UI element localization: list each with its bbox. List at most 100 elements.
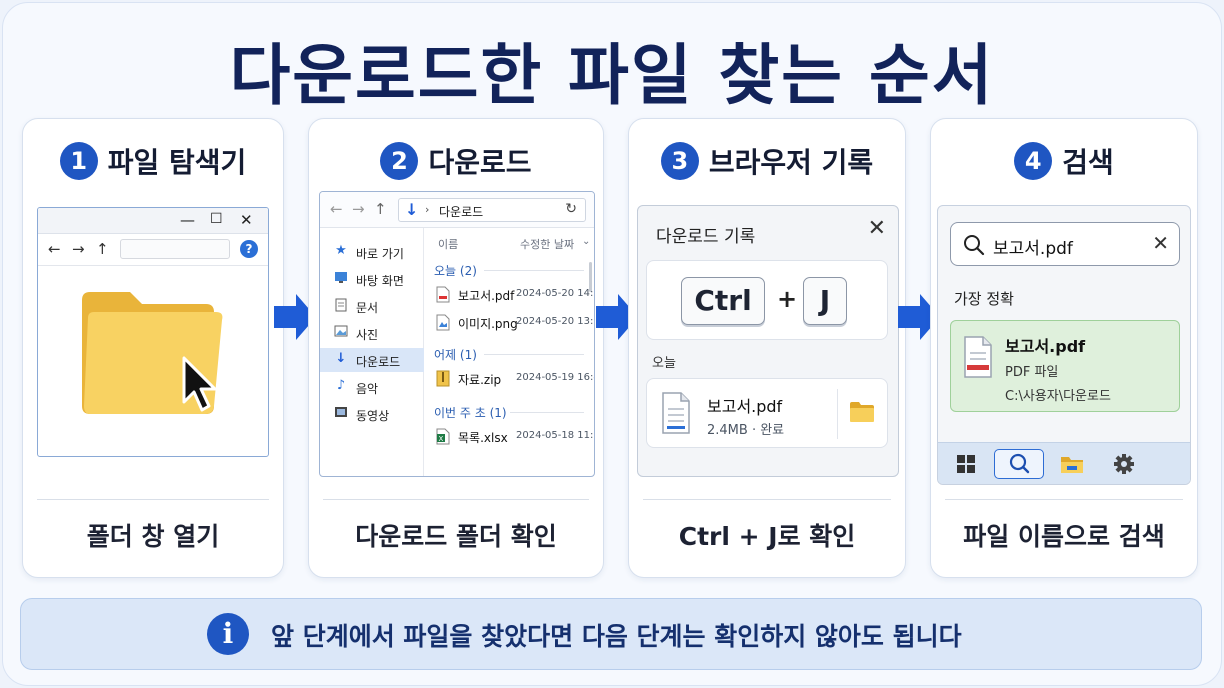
minimize-icon[interactable]: — xyxy=(180,211,195,229)
step-title-1: 파일 탐색기 xyxy=(107,146,247,179)
column-header-name[interactable]: 이름 xyxy=(438,238,459,251)
scrollbar[interactable] xyxy=(589,262,592,292)
file-list: 이름 수정한 날짜 ⌄ 오늘 (2) 보고서.pdf 2024-05-20 14… xyxy=(424,228,594,476)
close-icon[interactable]: ✕ xyxy=(867,216,886,241)
help-icon[interactable]: ? xyxy=(240,240,258,258)
picture-icon xyxy=(334,325,348,339)
download-arrow-icon: ↓ xyxy=(405,200,419,219)
taskbar-search-icon[interactable] xyxy=(994,449,1044,479)
search-panel: 보고서.pdf ✕ 가장 정확 보고서.pdf PDF 파일 C:\사용자\다운… xyxy=(937,205,1191,485)
file-row-xlsx[interactable]: X 목록.xlsx 2024-05-18 11:07 xyxy=(434,426,594,448)
explorer-window-mock: — ☐ ✕ ← → ↑ ? xyxy=(37,207,269,457)
document-icon xyxy=(662,392,690,434)
step-caption-2: 다운로드 폴더 확인 xyxy=(355,522,557,551)
sidebar-item-downloads[interactable]: ↓ 다운로드 xyxy=(320,348,424,372)
music-note-icon: ♪ xyxy=(336,378,346,393)
close-icon[interactable]: ✕ xyxy=(240,211,253,229)
group-divider xyxy=(484,354,584,355)
sidebar-item-music[interactable]: ♪ 음악 xyxy=(320,375,424,399)
download-item[interactable]: 보고서.pdf 2.4MB · 완료 xyxy=(646,378,888,448)
file-row-report[interactable]: 보고서.pdf 2024-05-20 14:32 xyxy=(434,284,594,306)
step-caption-3: Ctrl + J로 확인 xyxy=(678,522,856,551)
window-titlebar: — ☐ ✕ xyxy=(38,208,268,234)
explorer-toolbar: ← → ↑ ↓ › 다운로드 ↻ xyxy=(320,192,594,228)
file-explorer-icon[interactable] xyxy=(1056,449,1088,479)
card-separator xyxy=(945,499,1183,500)
card-separator xyxy=(323,499,589,500)
step-number-3: 3 xyxy=(660,142,699,180)
info-text: 앞 단계에서 파일을 찾았다면 다음 단계는 확인하지 않아도 됩니다 xyxy=(271,622,962,651)
group-divider xyxy=(484,270,584,271)
image-file-icon xyxy=(436,314,450,331)
path-bar[interactable]: ↓ › 다운로드 ↻ xyxy=(398,198,586,222)
arrow-right-icon xyxy=(898,294,940,340)
path-text: 다운로드 xyxy=(439,205,484,219)
pdf-file-icon xyxy=(436,286,450,303)
refresh-icon[interactable]: ↻ xyxy=(565,201,577,217)
download-file-name: 보고서.pdf xyxy=(707,397,783,416)
step-caption-1: 폴더 창 열기 xyxy=(86,522,220,551)
today-label: 오늘 xyxy=(652,356,676,371)
best-match-label: 가장 정확 xyxy=(954,290,1014,308)
step-card-2: 2 다운로드 ← → ↑ ↓ › 다운로드 ↻ ★ 바로 가기 바탕 화면 xyxy=(308,118,604,578)
step-number-2: 2 xyxy=(380,142,419,180)
step-header-2: 2 다운로드 xyxy=(309,141,603,181)
folder-icon xyxy=(82,292,223,414)
info-icon: i xyxy=(207,613,249,655)
step-header-1: 1 파일 탐색기 xyxy=(23,141,283,181)
step-card-3: 3 브라우저 기록 다운로드 기록 ✕ Ctrl + J 오늘 보고서.pdf … xyxy=(628,118,906,578)
folder-icon[interactable] xyxy=(849,401,875,423)
back-arrow-icon[interactable]: ← xyxy=(330,200,343,218)
info-bar: i 앞 단계에서 파일을 찾았다면 다음 단계는 확인하지 않아도 됩니다 xyxy=(20,598,1202,670)
step-title-2: 다운로드 xyxy=(428,146,532,179)
desktop-icon xyxy=(334,271,348,285)
history-title: 다운로드 기록 xyxy=(656,227,756,247)
download-arrow-icon: ↓ xyxy=(335,351,347,366)
result-path: C:\사용자\다운로드 xyxy=(1005,389,1111,404)
step-caption-4: 파일 이름으로 검색 xyxy=(963,522,1165,551)
window-navbar: ← → ↑ ? xyxy=(38,234,268,266)
windows-start-icon[interactable] xyxy=(950,449,982,479)
sidebar-item-documents[interactable]: 문서 xyxy=(320,294,424,318)
sidebar-item-videos[interactable]: 동영상 xyxy=(320,402,424,426)
clear-icon[interactable]: ✕ xyxy=(1152,231,1169,255)
pdf-file-icon xyxy=(964,336,992,378)
mouse-cursor-icon xyxy=(182,356,217,412)
step-title-4: 검색 xyxy=(1062,146,1114,179)
step-title-3: 브라우저 기록 xyxy=(708,146,874,179)
step-card-4: 4 검색 보고서.pdf ✕ 가장 정확 보고서.pdf PDF 파일 C:\사… xyxy=(930,118,1198,578)
search-result[interactable]: 보고서.pdf PDF 파일 C:\사용자\다운로드 xyxy=(950,320,1180,412)
sidebar-item-quick-access[interactable]: ★ 바로 가기 xyxy=(335,243,404,262)
forward-arrow-icon[interactable]: → xyxy=(352,200,365,218)
star-icon: ★ xyxy=(335,243,347,258)
settings-gear-icon[interactable] xyxy=(1108,449,1140,479)
group-today: 오늘 (2) xyxy=(434,264,477,278)
zip-file-icon xyxy=(436,370,450,387)
excel-file-icon: X xyxy=(436,428,450,445)
video-icon xyxy=(334,406,348,420)
column-header-date[interactable]: 수정한 날짜 xyxy=(520,238,575,251)
up-arrow-icon[interactable]: ↑ xyxy=(96,240,109,258)
chevron-right-icon: › xyxy=(425,203,430,216)
document-icon xyxy=(334,298,348,312)
forward-arrow-icon[interactable]: → xyxy=(72,240,85,258)
up-arrow-icon[interactable]: ↑ xyxy=(374,200,387,218)
group-earlier-this-week: 이번 주 초 (1) xyxy=(434,406,507,420)
divider xyxy=(837,389,838,439)
step-header-3: 3 브라우저 기록 xyxy=(629,141,905,181)
result-type: PDF 파일 xyxy=(1005,365,1059,380)
j-key: J xyxy=(803,277,847,325)
maximize-icon[interactable]: ☐ xyxy=(210,211,223,227)
file-row-image[interactable]: 이미지.png 2024-05-20 13:18 xyxy=(434,312,594,334)
chevron-down-icon[interactable]: ⌄ xyxy=(582,236,591,247)
download-file-meta: 2.4MB · 완료 xyxy=(707,423,785,438)
result-name: 보고서.pdf xyxy=(1005,337,1086,356)
sidebar-item-desktop[interactable]: 바탕 화면 xyxy=(320,267,424,291)
address-bar[interactable] xyxy=(120,239,230,259)
card-separator xyxy=(37,499,269,500)
back-arrow-icon[interactable]: ← xyxy=(48,240,61,258)
search-input[interactable]: 보고서.pdf ✕ xyxy=(950,222,1180,266)
sidebar-item-pictures[interactable]: 사진 xyxy=(320,321,424,345)
taskbar xyxy=(938,442,1190,484)
file-row-zip[interactable]: 자료.zip 2024-05-19 16:45 xyxy=(434,368,594,390)
